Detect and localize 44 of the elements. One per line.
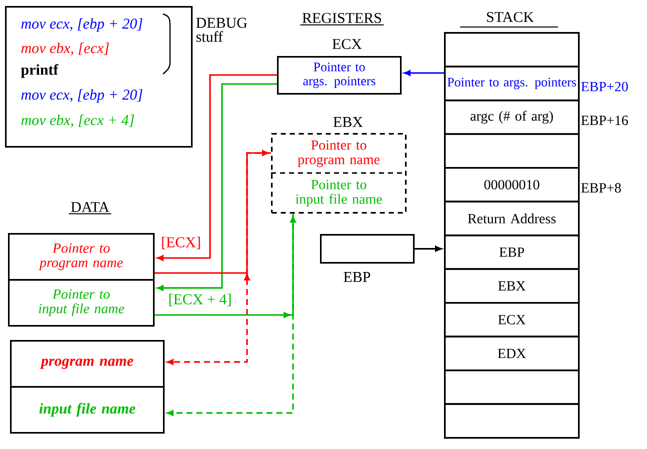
- register-cell: Pointer to input file name: [296, 180, 382, 207]
- stack-cell: ECX: [444, 302, 580, 338]
- register-box: Pointer to args. pointers: [277, 56, 402, 95]
- stack-cell: [444, 32, 580, 68]
- arrow: [154, 216, 296, 318]
- arrow: [167, 152, 271, 365]
- stack-cell: [444, 369, 580, 405]
- code-line: mov ecx, [ebp + 20]: [21, 89, 142, 103]
- stack-cell: Pointer to args. pointers: [444, 66, 580, 102]
- register-label: ECX: [332, 38, 362, 50]
- arrow: [154, 150, 269, 280]
- edge-label: [ECX]: [160, 236, 202, 250]
- arrow: [157, 74, 277, 261]
- arrow: [157, 83, 277, 291]
- offset-label: EBP+16: [581, 116, 628, 126]
- code-line: mov ebx, [ecx]: [21, 42, 109, 56]
- stack-cell: EDX: [444, 336, 580, 372]
- string-cell: program name: [10, 340, 165, 388]
- code-line: mov ebx, [ecx + 4]: [21, 114, 134, 128]
- stack-cell: EBX: [444, 268, 580, 304]
- stack-heading: STACK: [460, 12, 558, 28]
- stack-cell: [444, 133, 580, 169]
- code-line: mov ecx, [ebp + 20]: [21, 18, 142, 32]
- stack-cell: 00000010: [444, 166, 580, 202]
- data-cell: Pointer to input file name: [8, 278, 155, 327]
- section-heading: DATA: [68, 202, 112, 214]
- offset-label: EBP+8: [581, 183, 621, 193]
- edge-label: [ECX + 4]: [167, 292, 233, 308]
- stack-cell: EBP: [444, 234, 580, 270]
- register-label: EBP: [344, 272, 370, 282]
- register-cell: Pointer to program name: [298, 140, 380, 168]
- arrow: [404, 70, 444, 76]
- section-heading: REGISTERS: [300, 12, 384, 26]
- register-label: EBX: [333, 117, 363, 127]
- stack-cell: argc (# of arg): [444, 100, 580, 135]
- string-cell: input file name: [10, 386, 165, 434]
- stack-cell: Return Address: [444, 200, 580, 236]
- code-line: printf: [21, 64, 58, 78]
- offset-label: EBP+20: [581, 82, 628, 92]
- arrow: [167, 214, 294, 416]
- stack-cell: [444, 403, 580, 439]
- debug-note: DEBUG stuff: [196, 18, 247, 42]
- arrow: [414, 246, 442, 252]
- data-cell: Pointer to program name: [8, 232, 155, 281]
